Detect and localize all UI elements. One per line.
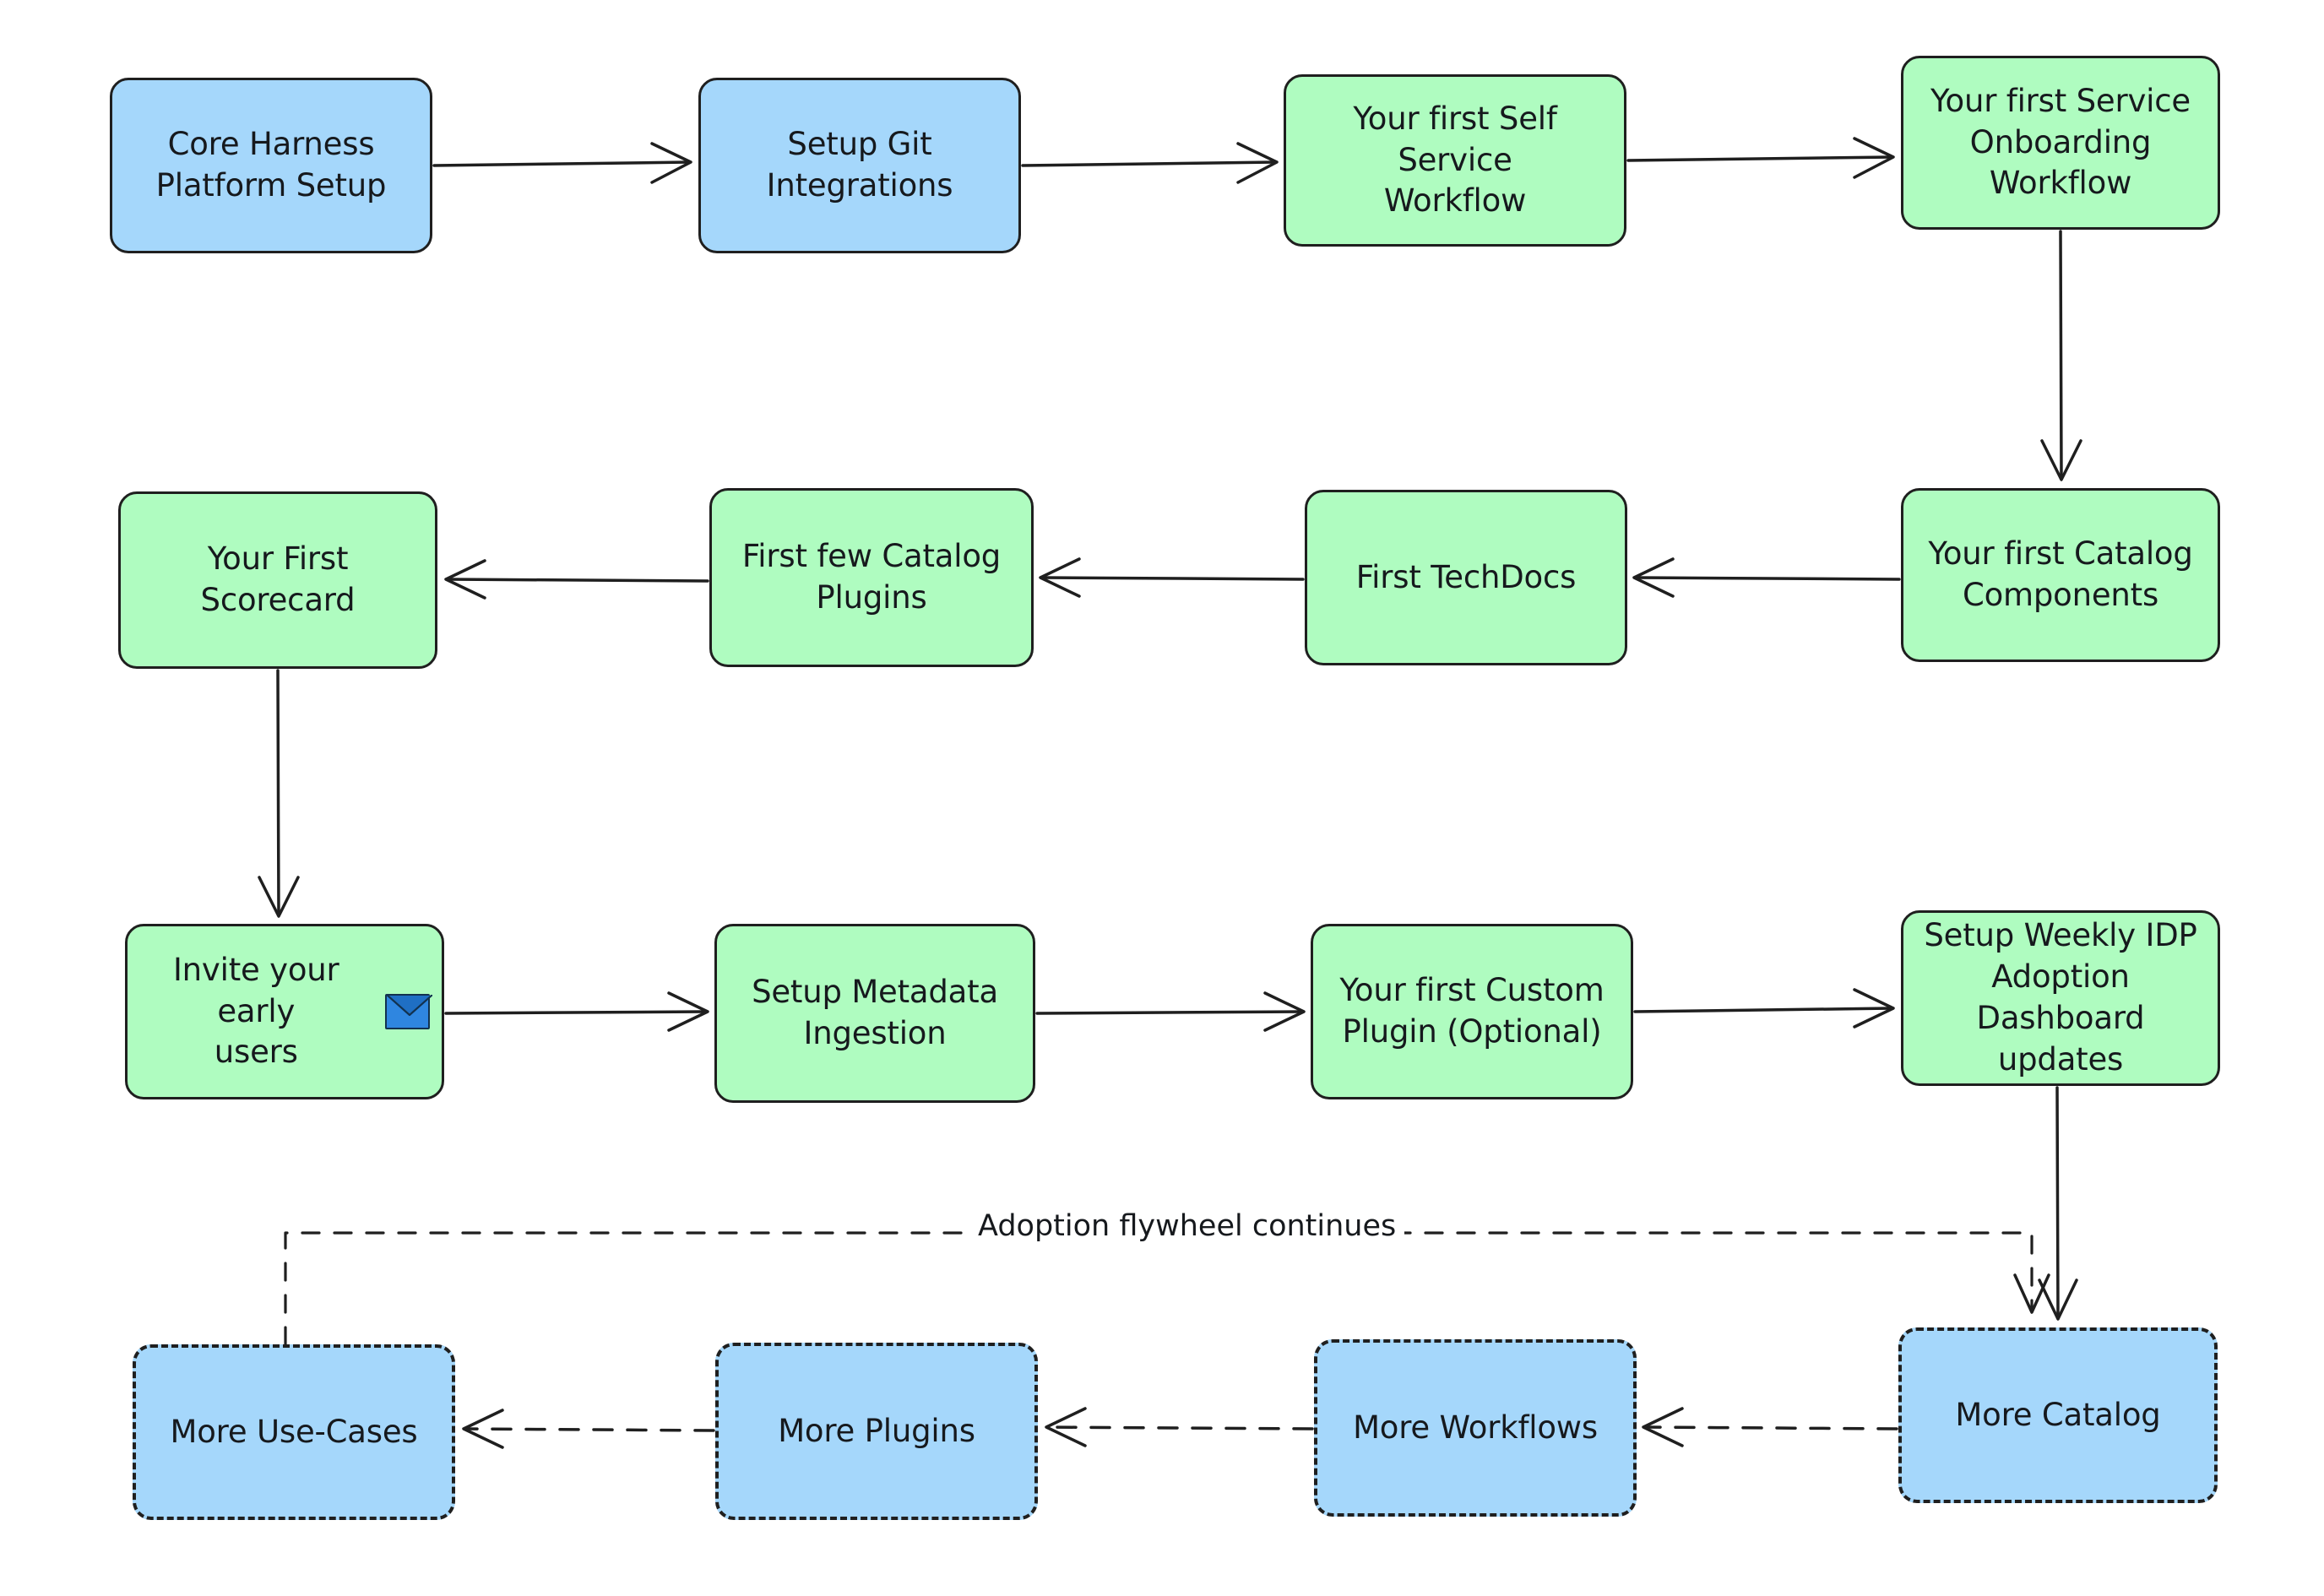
node-core-harness-platform-setup[interactable]: Core Harness Platform Setup xyxy=(110,78,432,253)
node-label: First few Catalog Plugins xyxy=(741,538,1002,616)
edge-onboarding-to-catalog-components xyxy=(2040,230,2082,481)
node-label: More Plugins xyxy=(778,1412,975,1449)
edge-catalog-components-to-techdocs xyxy=(1632,557,1901,598)
edge-invite-users-to-metadata-ingestion xyxy=(444,991,709,1032)
node-label: Your first Catalog Components xyxy=(1928,535,2193,613)
edge-metadata-ingestion-to-custom-plugin xyxy=(1035,991,1306,1032)
node-label: Setup Git Integrations xyxy=(766,126,953,204)
edge-custom-plugin-to-weekly-dashboard xyxy=(1633,988,1895,1029)
edge-more-catalog-to-more-workflows-head xyxy=(1642,1407,1684,1447)
edge-label-adoption-flywheel: Adoption flywheel continues xyxy=(969,1209,1405,1243)
node-label: Your first Self Service Workflow xyxy=(1353,100,1557,220)
edge-more-catalog-to-more-workflows xyxy=(1643,1425,1898,1430)
edge-weekly-dashboard-to-more-catalog xyxy=(2038,1086,2078,1321)
node-label: More Workflows xyxy=(1353,1409,1598,1446)
edge-core-to-git xyxy=(432,142,692,184)
edge-self-service-to-onboarding xyxy=(1626,137,1895,179)
node-label: Your first Custom Plugin (Optional) xyxy=(1339,972,1605,1050)
edge-more-workflows-to-more-plugins-head xyxy=(1045,1407,1087,1447)
node-your-first-self-service-workflow[interactable]: Your first Self Service Workflow xyxy=(1284,74,1626,247)
node-your-first-catalog-components[interactable]: Your first Catalog Components xyxy=(1901,488,2220,662)
edge-scorecard-to-invite-users xyxy=(258,669,300,918)
edge-adoption-flywheel-head xyxy=(2013,1273,2050,1314)
node-label: Setup Metadata Ingestion xyxy=(752,974,998,1051)
node-setup-weekly-idp-adoption-dashboard-updates[interactable]: Setup Weekly IDP Adoption Dashboard upda… xyxy=(1901,910,2220,1086)
edge-techdocs-to-catalog-plugins xyxy=(1039,557,1305,598)
envelope-icon xyxy=(384,994,432,1029)
node-label: Your First Scorecard xyxy=(200,540,356,618)
node-first-few-catalog-plugins[interactable]: First few Catalog Plugins xyxy=(709,488,1034,667)
node-more-plugins[interactable]: More Plugins xyxy=(715,1343,1038,1520)
node-label: Your first Service Onboarding Workflow xyxy=(1930,82,2191,202)
node-your-first-service-onboarding-workflow[interactable]: Your first Service Onboarding Workflow xyxy=(1901,56,2220,230)
node-more-workflows[interactable]: More Workflows xyxy=(1314,1339,1637,1517)
edge-adoption-flywheel xyxy=(284,1231,2033,1346)
edge-git-to-self-service xyxy=(1021,142,1279,184)
node-label: More Catalog xyxy=(1955,1396,2161,1433)
node-setup-git-integrations[interactable]: Setup Git Integrations xyxy=(698,78,1021,253)
node-invite-your-early-users[interactable]: Invite your early users xyxy=(125,924,444,1099)
edge-more-plugins-to-more-use-cases-head xyxy=(462,1409,504,1449)
edge-catalog-plugins-to-scorecard xyxy=(444,559,709,600)
node-your-first-custom-plugin-optional[interactable]: Your first Custom Plugin (Optional) xyxy=(1311,924,1633,1099)
edge-more-plugins-to-more-use-cases xyxy=(464,1427,715,1432)
node-your-first-scorecard[interactable]: Your First Scorecard xyxy=(118,491,437,669)
node-label: More Use-Cases xyxy=(170,1413,418,1450)
edge-more-workflows-to-more-plugins xyxy=(1046,1425,1314,1430)
node-label: First TechDocs xyxy=(1355,558,1577,595)
node-label: Setup Weekly IDP Adoption Dashboard upda… xyxy=(1924,917,2197,1078)
node-first-techdocs[interactable]: First TechDocs xyxy=(1305,490,1627,665)
node-more-catalog[interactable]: More Catalog xyxy=(1898,1327,2218,1503)
node-setup-metadata-ingestion[interactable]: Setup Metadata Ingestion xyxy=(714,924,1035,1103)
node-more-use-cases[interactable]: More Use-Cases xyxy=(133,1344,455,1520)
node-label: Core Harness Platform Setup xyxy=(155,126,387,204)
node-label: Invite your early users xyxy=(172,951,339,1071)
